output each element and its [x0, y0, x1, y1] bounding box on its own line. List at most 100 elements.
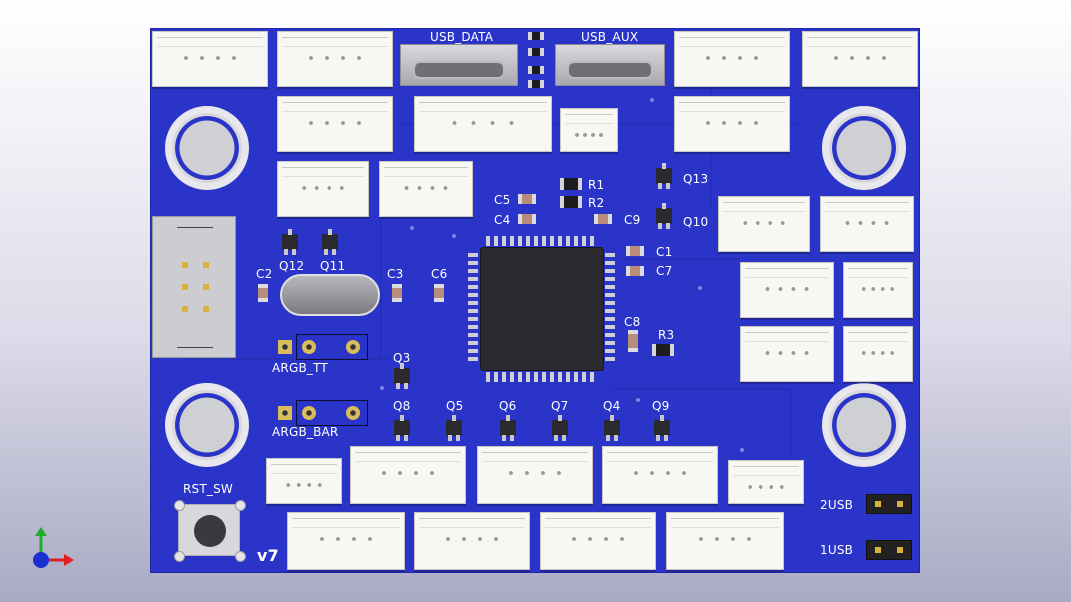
transistor-q7: [552, 415, 568, 441]
label-r3: R3: [658, 328, 675, 342]
connector: [843, 326, 913, 382]
connector: [718, 196, 810, 252]
connector: [287, 512, 405, 570]
connector: [820, 196, 914, 252]
label-c3: C3: [387, 267, 404, 281]
argb-bar-pin: [278, 406, 292, 420]
label-q9: Q9: [652, 399, 670, 413]
mounting-hole-top-right: [822, 106, 906, 190]
capacitor-c5: [518, 194, 536, 204]
connector: [843, 262, 913, 318]
microcontroller-ic: [481, 248, 603, 370]
label-q7: Q7: [551, 399, 569, 413]
argb-tt-pin: [302, 340, 316, 354]
label-q5: Q5: [446, 399, 464, 413]
transistor-q6: [500, 415, 516, 441]
mounting-hole-bottom-left: [165, 383, 249, 467]
axis-triad-icon: [33, 527, 74, 568]
argb-bar-header: [296, 400, 368, 426]
resistor-r2: [560, 196, 582, 208]
mounting-hole-top-left: [165, 106, 249, 190]
label-r1: R1: [588, 178, 605, 192]
label-q11: Q11: [320, 259, 346, 273]
label-q10: Q10: [683, 215, 709, 229]
label-argb-tt: ARGB_TT: [272, 361, 328, 375]
capacitor-c8: [628, 330, 638, 352]
label-q8: Q8: [393, 399, 411, 413]
trace: [620, 258, 740, 260]
label-1usb: 1USB: [820, 543, 854, 557]
transistor-q13: [656, 163, 672, 189]
label-q12: Q12: [279, 259, 305, 273]
connector: [266, 458, 342, 504]
resistor-r3: [652, 344, 674, 356]
capacitor-c9: [594, 214, 612, 224]
connector: [728, 460, 804, 504]
capacitor-c4: [518, 214, 536, 224]
connector: [277, 96, 393, 152]
label-c2: C2: [256, 267, 273, 281]
resistor: [528, 80, 544, 88]
usb-aux-label: USB_AUX: [581, 30, 639, 44]
argb-tt-pin: [346, 340, 360, 354]
trace: [610, 388, 790, 390]
mounting-hole-bottom-right: [822, 383, 906, 467]
resistor: [528, 66, 544, 74]
ic-pins: [486, 236, 598, 246]
label-c9: C9: [624, 213, 641, 227]
connector: [674, 31, 790, 87]
transistor-q3: [394, 363, 410, 389]
label-c6: C6: [431, 267, 448, 281]
connector: [740, 326, 834, 382]
ic-pins: [486, 372, 598, 382]
capacitor-c7: [626, 266, 644, 276]
connector: [602, 446, 718, 504]
pcb-board: USB_DATA USB_AUX: [150, 28, 920, 573]
label-q6: Q6: [499, 399, 517, 413]
trace: [790, 388, 792, 478]
label-2usb: 2USB: [820, 498, 854, 512]
label-q13: Q13: [683, 172, 709, 186]
label-rst-sw: RST_SW: [183, 482, 233, 496]
jumper-2usb: [866, 494, 912, 514]
argb-tt-pin: [278, 340, 292, 354]
label-c8: C8: [624, 315, 641, 329]
label-q3: Q3: [393, 351, 411, 365]
resistor-r1: [560, 178, 582, 190]
reset-switch: [174, 500, 246, 562]
transistor-q12: [282, 229, 298, 255]
connector: [740, 262, 834, 318]
programming-header: [152, 216, 236, 358]
connector: [277, 161, 369, 217]
ic-pins: [468, 253, 478, 365]
usb-aux-port: [555, 44, 665, 86]
connector: [802, 31, 918, 87]
usb-data-port: [400, 44, 518, 86]
connector: [666, 512, 784, 570]
label-c5: C5: [494, 193, 511, 207]
connector: [414, 512, 530, 570]
transistor-q8: [394, 415, 410, 441]
ic-pins: [605, 253, 615, 365]
label-r2: R2: [588, 196, 605, 210]
crystal-oscillator: [280, 274, 380, 316]
transistor-q11: [322, 229, 338, 255]
resistor: [528, 32, 544, 40]
capacitor-c3: [392, 284, 402, 302]
connector: [560, 108, 618, 152]
label-c1: C1: [656, 245, 673, 259]
label-c4: C4: [494, 213, 511, 227]
connector: [477, 446, 593, 504]
trace: [380, 218, 382, 358]
jumper-1usb: [866, 540, 912, 560]
capacitor-c2: [258, 284, 268, 302]
argb-bar-pin: [302, 406, 316, 420]
capacitor-c1: [626, 246, 644, 256]
connector: [277, 31, 393, 87]
transistor-q10: [656, 203, 672, 229]
label-q4: Q4: [603, 399, 621, 413]
connector: [152, 31, 268, 87]
transistor-q4: [604, 415, 620, 441]
resistor: [528, 48, 544, 56]
transistor-q5: [446, 415, 462, 441]
